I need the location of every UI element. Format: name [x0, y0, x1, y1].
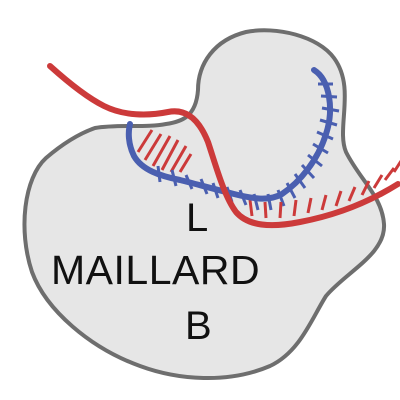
- red-strand-ticks: [136, 129, 193, 173]
- blue-strand: [125, 67, 333, 202]
- logo-text-bottom: B: [185, 304, 212, 348]
- cell-blob-shape: [22, 28, 387, 380]
- red-tail-ticks: [248, 160, 400, 219]
- red-strand: [47, 63, 400, 229]
- logo-text-middle: MAILLARD: [51, 247, 261, 293]
- logo-text-top: L: [186, 196, 209, 240]
